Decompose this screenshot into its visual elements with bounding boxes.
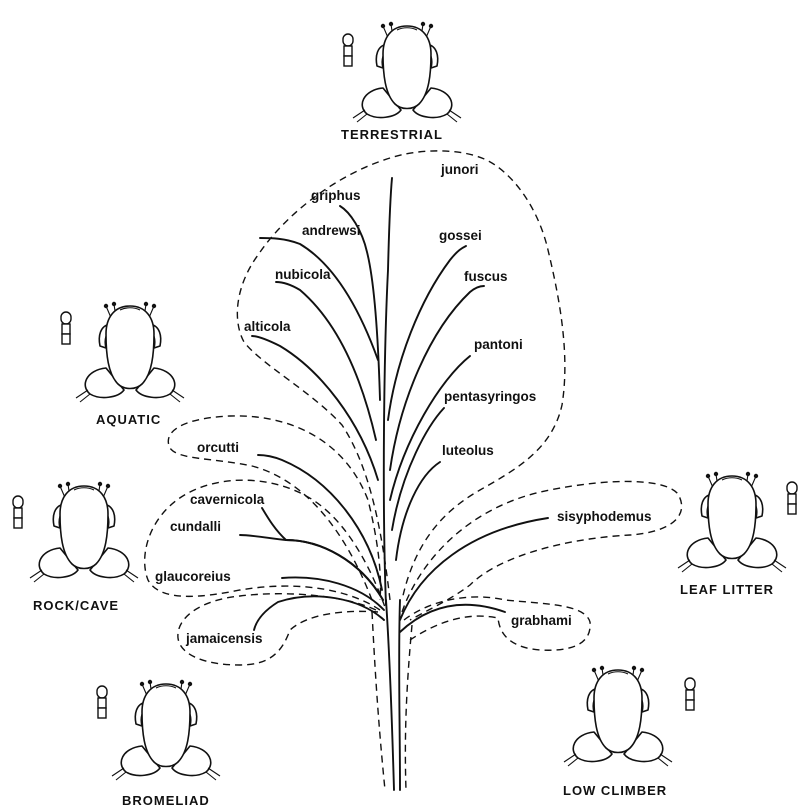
label-bromeliad: BROMELIAD <box>122 793 210 808</box>
label-pantoni: pantoni <box>474 337 523 352</box>
label-orcutti: orcutti <box>197 440 239 455</box>
trunk-branch <box>386 600 394 790</box>
label-pentasyringos: pentasyringos <box>444 389 536 404</box>
rock-cave-outline <box>145 480 386 610</box>
scale-low-climber-icon <box>685 678 695 710</box>
label-terrestrial: TERRESTRIAL <box>341 127 443 142</box>
label-luteolus: luteolus <box>442 443 494 458</box>
scale-aquatic-icon <box>61 312 71 344</box>
label-junori: junori <box>440 162 479 177</box>
scale-bromeliad-icon <box>97 686 107 718</box>
frog-aquatic-icon <box>76 302 184 402</box>
label-alticola: alticola <box>244 319 291 334</box>
label-low-climber: LOW CLIMBER <box>563 783 667 798</box>
trunk-outline-right <box>405 625 412 790</box>
species-labels: junori griphus andrewsi gossei nubicola … <box>155 162 652 646</box>
branch-cavernicola <box>262 508 383 600</box>
label-nubicola: nubicola <box>275 267 331 282</box>
branch-cundalli <box>240 535 383 600</box>
branch-nubicola <box>276 282 376 440</box>
label-cundalli: cundalli <box>170 519 221 534</box>
label-andrewsi: andrewsi <box>302 223 361 238</box>
label-fuscus: fuscus <box>464 269 508 284</box>
scale-leaf-litter-icon <box>787 482 797 514</box>
label-grabhami: grabhami <box>511 613 572 628</box>
bromeliad-outline <box>178 594 380 665</box>
trunk-outline-left <box>372 612 385 790</box>
label-glaucoreius: glaucoreius <box>155 569 231 584</box>
label-gossei: gossei <box>439 228 482 243</box>
frog-terrestrial-icon <box>353 22 461 122</box>
frog-leaf-litter-icon <box>678 472 786 572</box>
label-cavernicola: cavernicola <box>190 492 265 507</box>
branch-andrewsi <box>260 238 378 360</box>
label-griphus: griphus <box>311 188 361 203</box>
label-aquatic: AQUATIC <box>96 412 161 427</box>
frog-bromeliad-icon <box>112 680 220 780</box>
branch-junori <box>384 178 392 605</box>
label-rock-cave: ROCK/CAVE <box>33 598 119 613</box>
scale-rock-cave-icon <box>13 496 23 528</box>
frog-rock-cave-icon <box>30 482 138 582</box>
branch-luteolus <box>396 462 440 560</box>
label-jamaicensis: jamaicensis <box>185 631 263 646</box>
label-leaf-litter: LEAF LITTER <box>680 582 774 597</box>
label-sisyphodemus: sisyphodemus <box>557 509 652 524</box>
branch-grabhami <box>400 605 505 632</box>
trunk-branch-2 <box>399 600 400 790</box>
branch-glaucoreius <box>282 577 384 610</box>
leaf-litter-outline <box>402 481 682 620</box>
scale-terrestrial-icon <box>343 34 353 66</box>
frog-low-climber-icon <box>564 666 672 766</box>
